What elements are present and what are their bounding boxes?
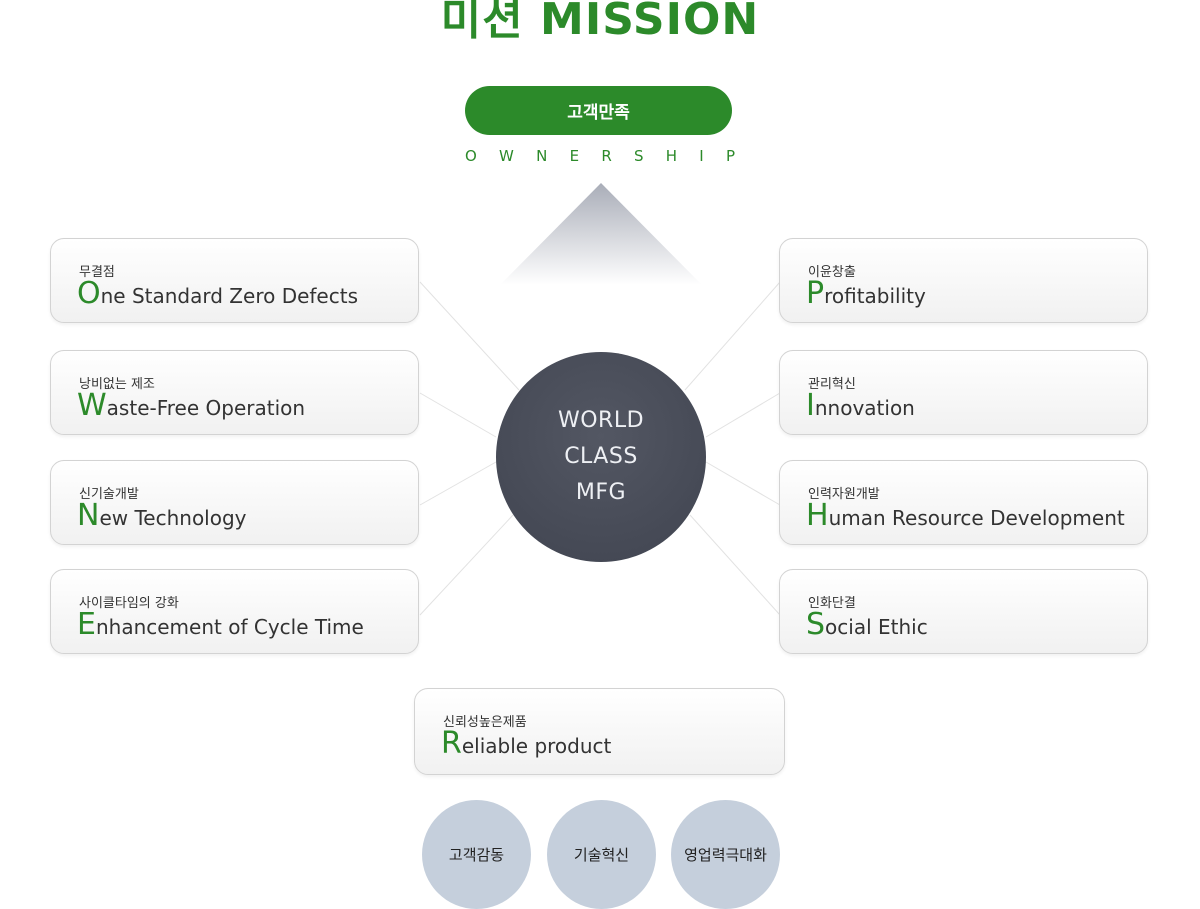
- mission-card-new-technology: 신기술개발 New Technology: [50, 460, 419, 545]
- card-english-rest: nnovation: [814, 396, 915, 420]
- card-english-label: Waste-Free Operation: [77, 391, 305, 423]
- center-line: MFG: [575, 480, 627, 505]
- card-initial: W: [77, 388, 107, 423]
- ownership-letter: O: [465, 147, 477, 165]
- card-initial: H: [806, 498, 829, 533]
- value-label: 고객감동: [448, 846, 505, 864]
- value-circle-customer-delight: 고객감동: [422, 800, 531, 909]
- mission-card-waste-free: 낭비없는 제조 Waste-Free Operation: [50, 350, 419, 435]
- mission-card-social-ethic: 인화단결 Social Ethic: [779, 569, 1148, 654]
- card-english-rest: eliable product: [461, 734, 612, 758]
- card-english-label: New Technology: [77, 501, 247, 533]
- mission-card-reliable-product: 신뢰성높은제품 Reliable product: [414, 688, 785, 775]
- ownership-letter: W: [499, 147, 514, 165]
- card-english-rest: ne Standard Zero Defects: [100, 284, 358, 308]
- ownership-letter: I: [699, 147, 704, 165]
- connector-line: [419, 281, 520, 391]
- card-korean-label: 무결점: [79, 265, 115, 280]
- customer-satisfaction-pill: 고객만족: [465, 86, 732, 135]
- card-english-rest: uman Resource Development: [828, 506, 1125, 530]
- connector-line: [689, 514, 781, 616]
- card-korean-label: 신뢰성높은제품: [443, 715, 527, 730]
- card-korean-label: 이윤창출: [808, 265, 856, 280]
- card-english-label: Human Resource Development: [806, 501, 1125, 533]
- mission-card-cycle-time: 사이클타임의 강화 Enhancement of Cycle Time: [50, 569, 419, 654]
- mission-card-profitability: 이윤창출 Profitability: [779, 238, 1148, 323]
- ownership-letter: R: [601, 147, 612, 165]
- value-label: 기술혁신: [573, 846, 630, 864]
- value-circle-sales-maximization: 영업력극대화: [671, 800, 780, 909]
- card-english-rest: aste-Free Operation: [106, 396, 306, 420]
- card-english-rest: ocial Ethic: [825, 615, 928, 639]
- card-english-rest: rofitability: [824, 284, 926, 308]
- card-english-label: Enhancement of Cycle Time: [77, 610, 364, 642]
- ownership-letter: P: [725, 147, 735, 165]
- center-line: CLASS: [564, 444, 638, 469]
- pill-label: 고객만족: [567, 103, 630, 123]
- connector-line: [419, 392, 497, 438]
- connector-line: [419, 514, 514, 616]
- ownership-letter: N: [536, 147, 548, 165]
- card-english-label: One Standard Zero Defects: [77, 279, 358, 311]
- card-initial: P: [806, 276, 825, 311]
- world-class-mfg-circle: WORLD CLASS MFG: [496, 352, 706, 562]
- card-korean-label: 사이클타임의 강화: [79, 596, 179, 611]
- card-korean-label: 인력자원개발: [808, 487, 880, 502]
- card-english-label: Profitability: [806, 279, 926, 311]
- center-line: WORLD: [557, 408, 645, 433]
- card-korean-label: 인화단결: [808, 596, 856, 611]
- mission-card-innovation: 관리혁신 Innovation: [779, 350, 1148, 435]
- card-korean-label: 관리혁신: [808, 377, 856, 392]
- connector-line: [705, 392, 781, 438]
- card-english-rest: nhancement of Cycle Time: [95, 615, 364, 639]
- card-initial: S: [806, 607, 826, 642]
- card-initial: E: [77, 607, 96, 642]
- card-initial: I: [806, 388, 815, 423]
- value-circle-tech-innovation: 기술혁신: [547, 800, 656, 909]
- connector-line: [705, 461, 781, 506]
- card-initial: O: [77, 276, 101, 311]
- card-english-label: Social Ethic: [806, 610, 928, 642]
- connector-line: [684, 281, 781, 391]
- card-korean-label: 낭비없는 제조: [79, 377, 155, 392]
- page-title: 미션 MISSION: [440, 0, 760, 45]
- triangle-arrow: [500, 183, 702, 285]
- card-initial: N: [77, 498, 100, 533]
- ownership-letter: S: [633, 147, 644, 165]
- ownership-letter: E: [569, 147, 580, 165]
- ownership-letter: H: [665, 147, 678, 165]
- card-english-label: Innovation: [806, 391, 915, 423]
- ownership-letters: O W N E R S H I P: [465, 147, 735, 165]
- connector-line: [419, 461, 497, 506]
- card-initial: R: [441, 726, 462, 761]
- card-korean-label: 신기술개발: [79, 487, 139, 502]
- card-english-rest: ew Technology: [99, 506, 247, 530]
- card-english-label: Reliable product: [441, 729, 611, 761]
- mission-card-human-resource: 인력자원개발 Human Resource Development: [779, 460, 1148, 545]
- mission-card-one-standard: 무결점 One Standard Zero Defects: [50, 238, 419, 323]
- core-values: 고객감동 기술혁신 영업력극대화: [422, 800, 780, 909]
- value-label: 영업력극대화: [684, 846, 767, 864]
